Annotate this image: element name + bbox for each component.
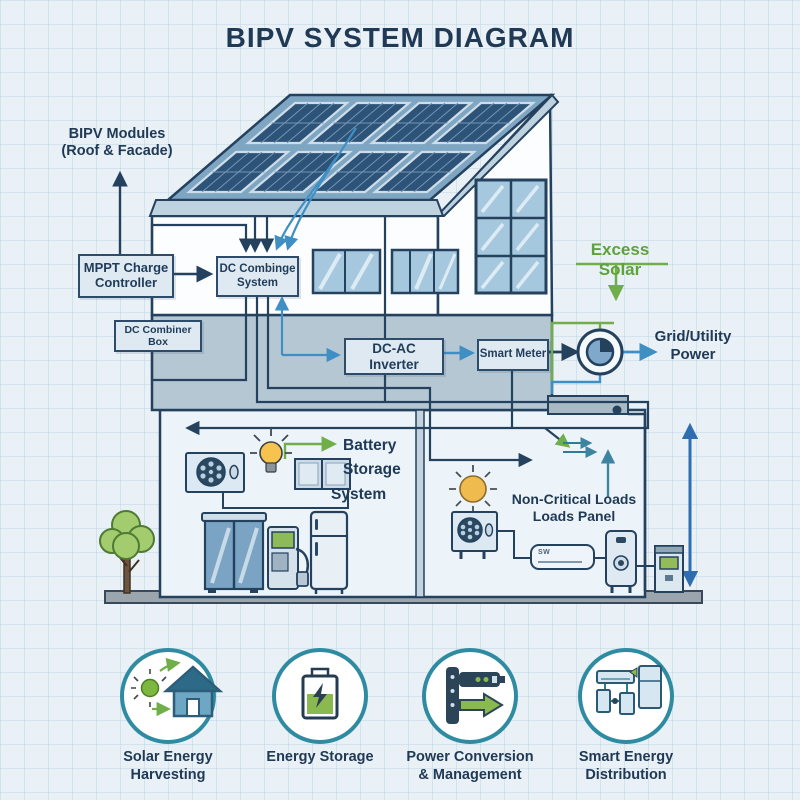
dc-combine-system-box: DC Combinge System [216,256,299,297]
water-heater-icon [605,530,637,593]
dc-combine-line1: DC Combinge [219,263,296,276]
charging-pillar-icon [654,545,684,593]
bipv-modules-line2: (Roof & Facade) [61,143,173,160]
partition-wall [415,409,425,598]
smart-meter-label: Smart Meter [479,348,547,361]
windows [311,178,548,295]
storage-cabinet-icon [201,512,267,593]
mppt-line1: MPPT Charge [83,260,169,276]
grid-line1: Grid/Utility [654,328,732,345]
legend-label-smart-energy-distribution: Smart Energy Distribution [531,748,721,784]
power-conversion-icon [422,648,518,744]
legend-label-solar-energy-harvesting: Solar Energy Harvesting [73,748,263,784]
legend-2-line1: Power Conversion [406,749,534,765]
grid-utility-power-label: Grid/Utility Power [647,328,739,363]
conversion-glyph [446,667,505,724]
dc-combiner-box-label: DC Combiner Box [124,323,192,348]
legend-label-energy-storage: Energy Storage [225,748,415,766]
battery-storage-label-line3: System [331,486,387,503]
ac-unit-label: SW [538,549,551,556]
wiring [112,127,699,588]
non-critical-line1: Non-Critical Loads [511,491,637,507]
dc-combine-line2: System [237,276,278,289]
battery-arrow [283,436,338,459]
legend-2-line2: & Management [418,767,522,784]
legend-3-line1: Smart Energy [578,749,674,765]
ventilation-unit-icon [185,452,245,493]
window [311,248,382,295]
battery-glyph [301,667,339,720]
non-critical-line2: Loads Panel [532,507,616,524]
tree [99,510,155,594]
distribution-glyph [596,665,662,715]
non-critical-loads-label: Non-Critical Loads Loads Panel [496,491,652,524]
smart-meter-box: Smart Meter [477,339,549,371]
right-wall [628,412,647,591]
sun-house-glyph [131,657,224,718]
distribution-line [185,295,650,436]
battery-storage-label-line2: Storage [343,461,401,478]
refrigerator-icon [309,510,349,594]
dc-ac-inverter-box: DC-AC Inverter [344,338,444,375]
mppt-charge-controller-box: MPPT Charge Controller [78,254,174,298]
page-title: BIPV SYSTEM DIAGRAM [225,22,575,53]
right-step-roof [547,395,629,415]
dc-ac-inverter-label: DC-AC Inverter [369,340,419,372]
legend-label-power-conversion: Power Conversion & Management [375,748,565,784]
grid-line2: Power [670,345,716,363]
mppt-line2: Controller [94,275,158,290]
legend-0-line2: Harvesting [130,767,206,784]
ev-charger-icon [267,526,310,590]
legend-3-line2: Distribution [585,767,667,784]
ac-outdoor-unit-icon [451,511,498,559]
roof-fascia [148,199,445,217]
bipv-modules-label: BIPV Modules (Roof & Facade) [37,126,197,160]
utility-meter-icon [576,328,624,376]
bipv-modules-line1: BIPV Modules [68,126,166,142]
legend-0-line1: Solar Energy [123,749,213,765]
sun-icon [449,465,497,513]
legend-icons [120,648,674,744]
battery-bank-icon [294,458,351,490]
excess-solar-label: Excess Solar [590,240,650,280]
legend-1-line1: Energy Storage [266,749,374,765]
lightbulb-icon [250,428,292,473]
junction-dot [612,405,622,415]
battery-storage-label-line1: Battery [343,437,397,454]
ac-split-unit-icon [530,544,595,570]
dc-combiner-box: DC Combiner Box [114,320,202,352]
